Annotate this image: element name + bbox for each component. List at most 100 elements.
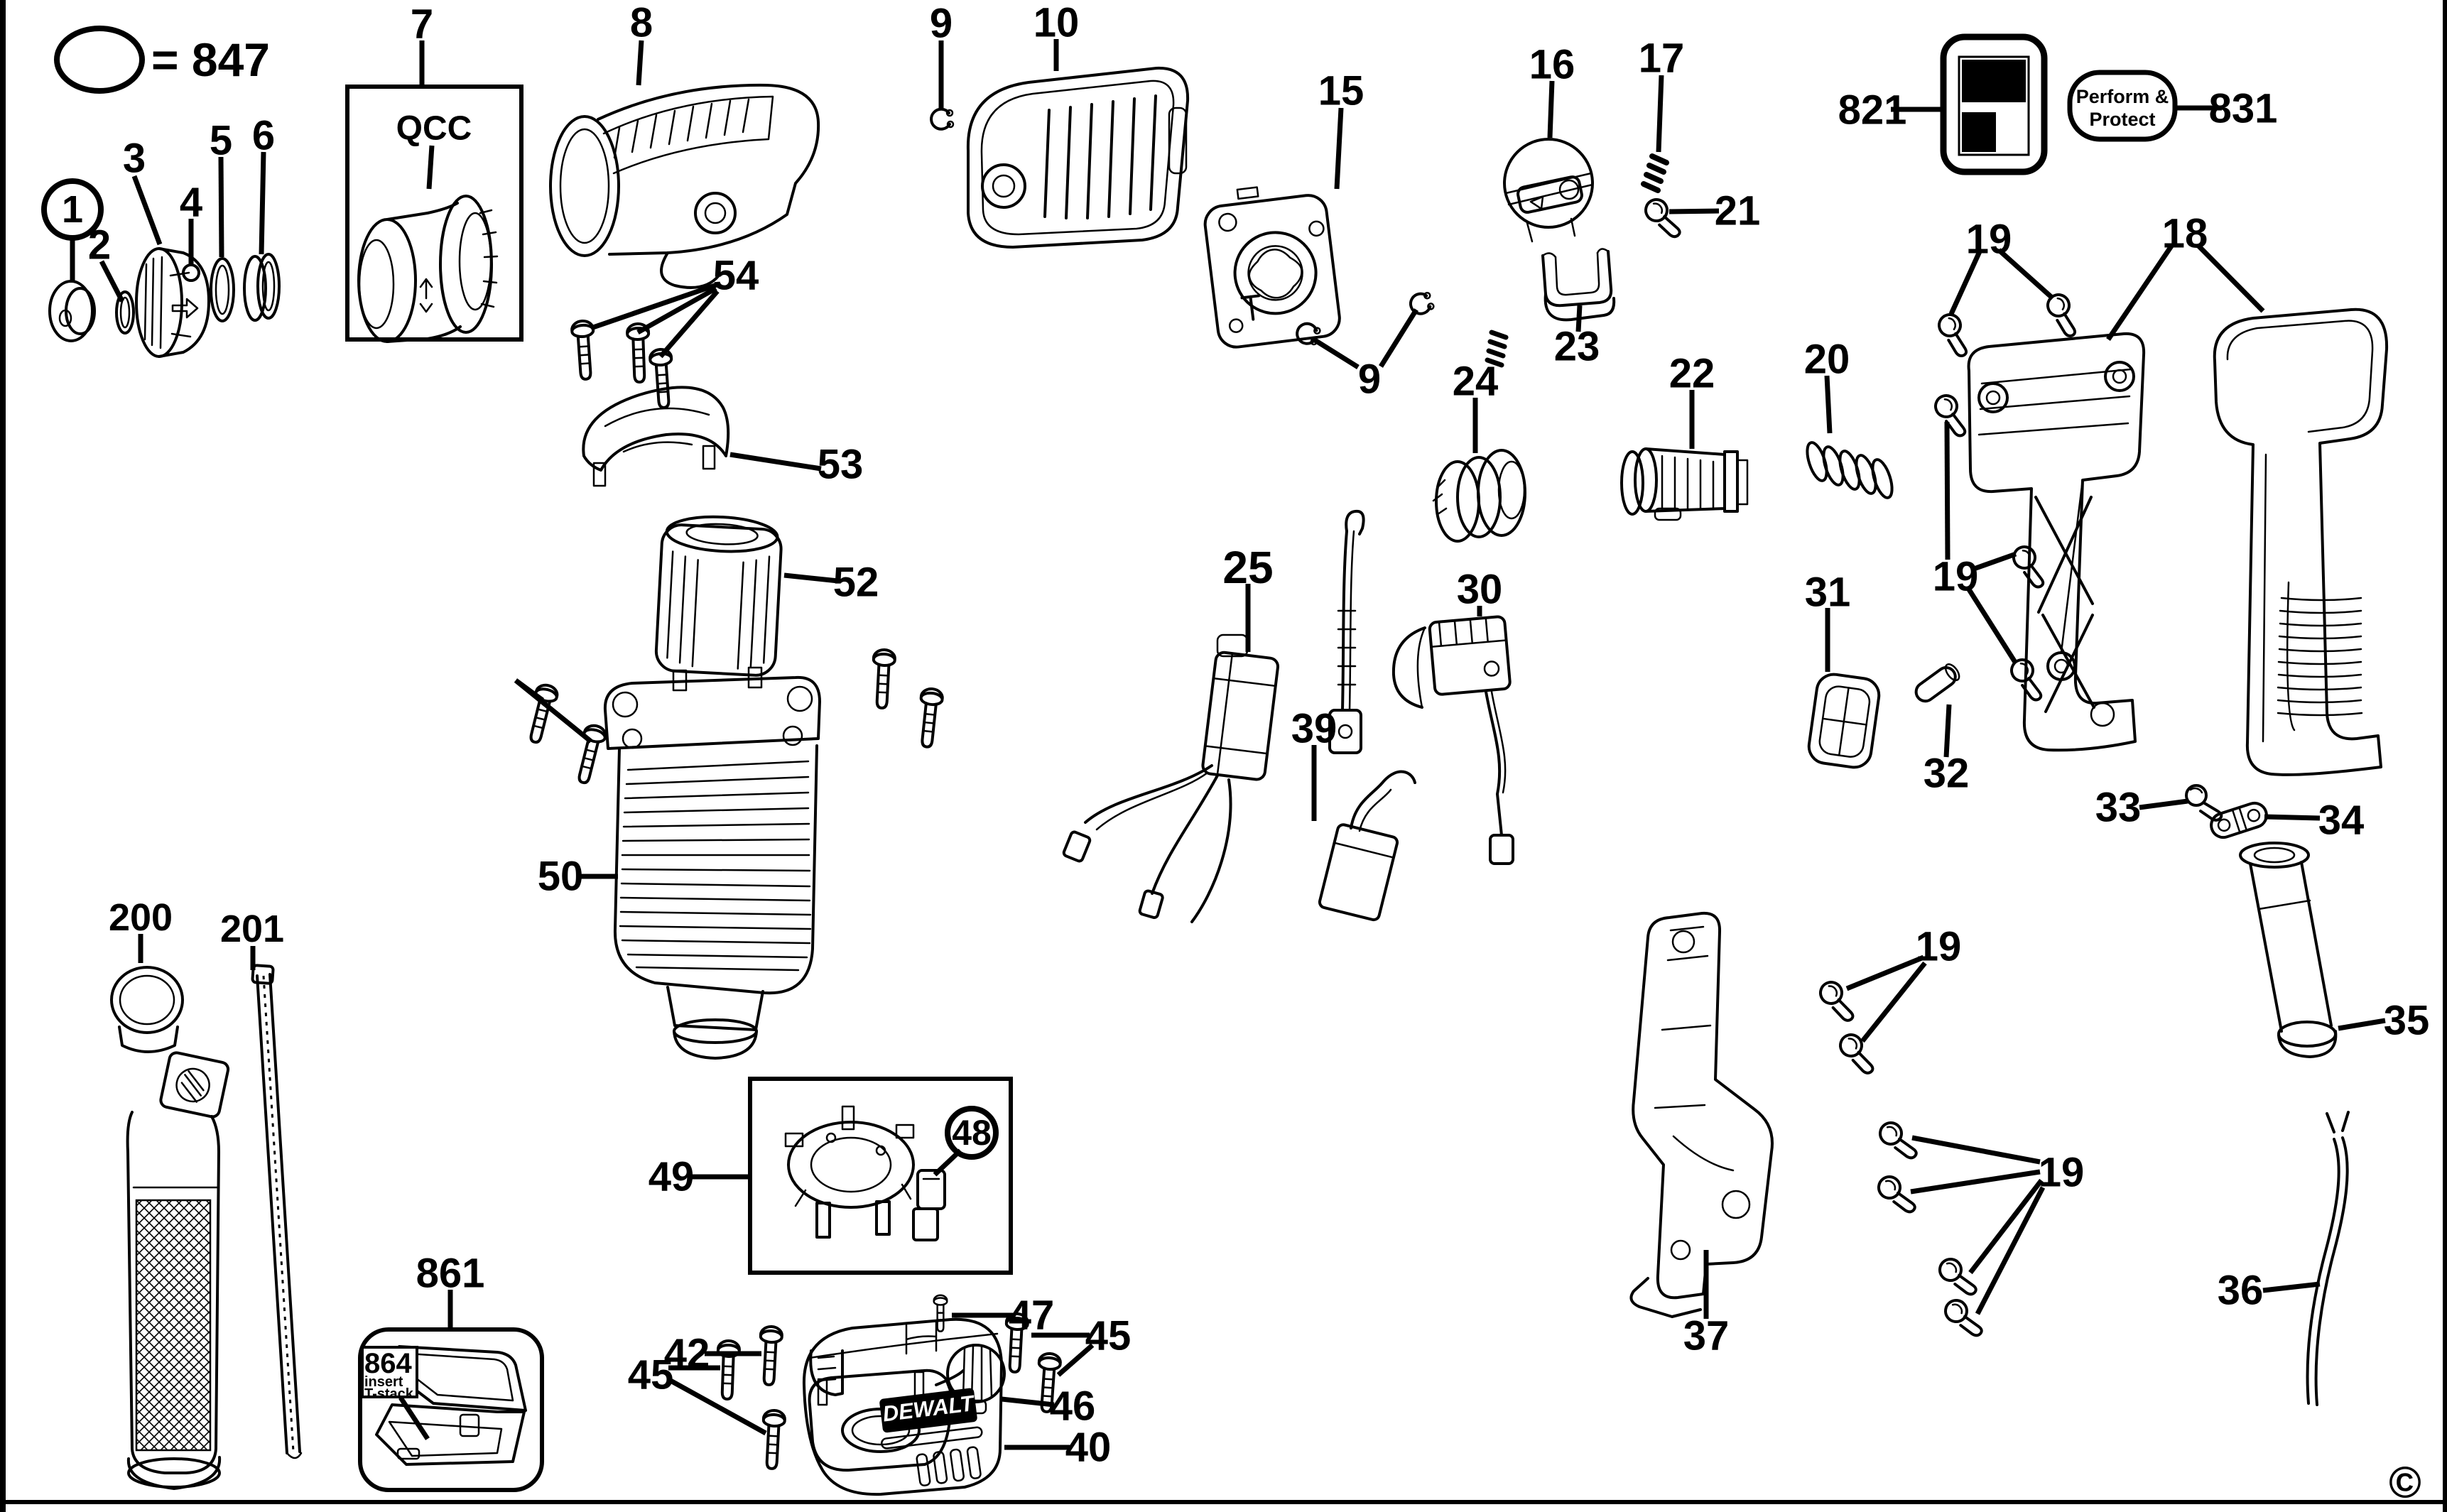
leader-line bbox=[1944, 421, 1950, 560]
part-label-p16: 16 bbox=[1529, 42, 1575, 88]
part-label-p861: 861 bbox=[416, 1251, 485, 1297]
leader-line bbox=[2262, 1281, 2321, 1293]
leader-line bbox=[1911, 1135, 2041, 1165]
part-17-spring-pin bbox=[1641, 153, 1669, 193]
leader-line bbox=[131, 175, 163, 246]
part-16-detent-spring bbox=[1485, 330, 1509, 368]
leader-line bbox=[1656, 75, 1664, 153]
part-6-ring-set bbox=[243, 253, 281, 322]
part-39-suppressor bbox=[1318, 770, 1416, 922]
part-3-chuck-sleeve bbox=[135, 247, 210, 358]
part-8-front-housing bbox=[549, 83, 820, 289]
part-30-switch-module bbox=[1391, 615, 1514, 865]
leader-line bbox=[590, 281, 720, 331]
part-19-screw bbox=[2036, 289, 2090, 339]
part-20-spring bbox=[1801, 438, 1898, 502]
leader-line bbox=[1056, 1343, 1095, 1377]
part-label-p24: 24 bbox=[1453, 359, 1499, 405]
part-label-p3: 3 bbox=[123, 136, 146, 182]
part-45-screw bbox=[761, 1410, 785, 1469]
part-50-motor-housing bbox=[603, 675, 821, 1060]
leader-line bbox=[1967, 588, 2018, 665]
leader-line bbox=[426, 145, 435, 190]
part-201-depth-rod bbox=[251, 964, 303, 1459]
part-9-circlip-a bbox=[930, 107, 955, 131]
part-53-baffle bbox=[582, 386, 730, 487]
part-label-p40: 40 bbox=[1065, 1425, 1112, 1471]
leader-line bbox=[2264, 814, 2321, 821]
part-2-oring bbox=[115, 290, 135, 335]
part-label-p35: 35 bbox=[2384, 998, 2430, 1044]
part-label-p864b: T-stack bbox=[364, 1386, 414, 1402]
part-7-qcc-box bbox=[345, 85, 523, 343]
leader-line bbox=[99, 260, 125, 303]
part-label-p10: 10 bbox=[1033, 0, 1080, 46]
part-35-tube bbox=[2239, 842, 2338, 1058]
leader-line bbox=[658, 289, 720, 359]
part-21-screw bbox=[1639, 195, 1688, 239]
leader-line bbox=[636, 40, 644, 86]
part-25-switch-wiring bbox=[1062, 509, 1365, 923]
part-label-p45a: 45 bbox=[628, 1352, 674, 1398]
leader-line bbox=[2139, 798, 2188, 810]
part-4-ball bbox=[182, 263, 200, 282]
part-label-p23: 23 bbox=[1554, 324, 1600, 370]
part-label-p5: 5 bbox=[210, 118, 232, 164]
part-label-p9a: 9 bbox=[930, 1, 953, 47]
leader-line bbox=[2106, 244, 2174, 341]
part-label-p36: 36 bbox=[2218, 1268, 2264, 1314]
part-label-p1: 1 bbox=[62, 188, 83, 231]
part-1-cap bbox=[48, 280, 96, 342]
part-19-screw bbox=[1833, 1030, 1883, 1076]
leader-line bbox=[1910, 1169, 2041, 1195]
part-label-p9b: 9 bbox=[1358, 357, 1381, 403]
part-50-flange-screws bbox=[514, 649, 945, 787]
label-circle-p1 bbox=[41, 178, 104, 241]
part-label-p30: 30 bbox=[1457, 567, 1503, 613]
leader-lines bbox=[70, 39, 2386, 1450]
part-label-p48: 48 bbox=[952, 1113, 992, 1153]
part-label-p15: 15 bbox=[1318, 68, 1364, 114]
part-label-sym-847: = 847 bbox=[151, 33, 270, 86]
part-label-p864a: insert bbox=[364, 1374, 403, 1390]
part-label-p53: 53 bbox=[818, 442, 864, 488]
leader-line bbox=[783, 572, 839, 584]
leader-line bbox=[1943, 704, 1952, 758]
leader-line bbox=[1547, 80, 1555, 138]
part-label-p46: 46 bbox=[1050, 1383, 1096, 1430]
label-circle-p48 bbox=[945, 1106, 999, 1160]
part-15-gearcase-plate bbox=[1203, 186, 1341, 349]
part-label-p19a: 19 bbox=[1966, 217, 2012, 263]
part-18-handle-inner-shell bbox=[1967, 332, 2146, 752]
leader-line bbox=[1001, 1396, 1055, 1408]
part-31-cap bbox=[1807, 673, 1881, 769]
part-label-p7: 7 bbox=[411, 1, 433, 48]
leader-line bbox=[1845, 954, 1925, 991]
part-19-screw bbox=[1941, 1298, 1987, 1338]
part-label-p49: 49 bbox=[649, 1154, 695, 1200]
part-label-p18: 18 bbox=[2162, 211, 2208, 257]
leader-line bbox=[1968, 1178, 2044, 1275]
leader-line bbox=[1669, 208, 1720, 214]
leader-line bbox=[2196, 243, 2265, 313]
part-200-side-handle bbox=[110, 966, 230, 1490]
part-40-battery: DEWALT bbox=[802, 1317, 1003, 1496]
part-label-p32: 32 bbox=[1924, 751, 1970, 797]
leader-line bbox=[1824, 375, 1833, 434]
part-label-p821: 821 bbox=[1838, 87, 1907, 134]
part-42-screw bbox=[758, 1326, 782, 1385]
part-label-p39: 39 bbox=[1291, 706, 1338, 752]
part-10-motor-cover bbox=[966, 66, 1190, 249]
leader-line bbox=[1334, 107, 1344, 190]
part-label-p45b: 45 bbox=[1085, 1313, 1132, 1359]
badge-831-perform-protect bbox=[2067, 70, 2178, 142]
part-19-screw bbox=[1928, 309, 1981, 359]
part-label-p37: 37 bbox=[1683, 1313, 1730, 1359]
part-label-p4: 4 bbox=[180, 180, 202, 226]
part-label-qcc: QCC bbox=[396, 110, 472, 148]
part-48-brush bbox=[912, 1169, 946, 1241]
part-32-pin bbox=[1914, 663, 1960, 703]
part-36-wire bbox=[2306, 1111, 2350, 1406]
